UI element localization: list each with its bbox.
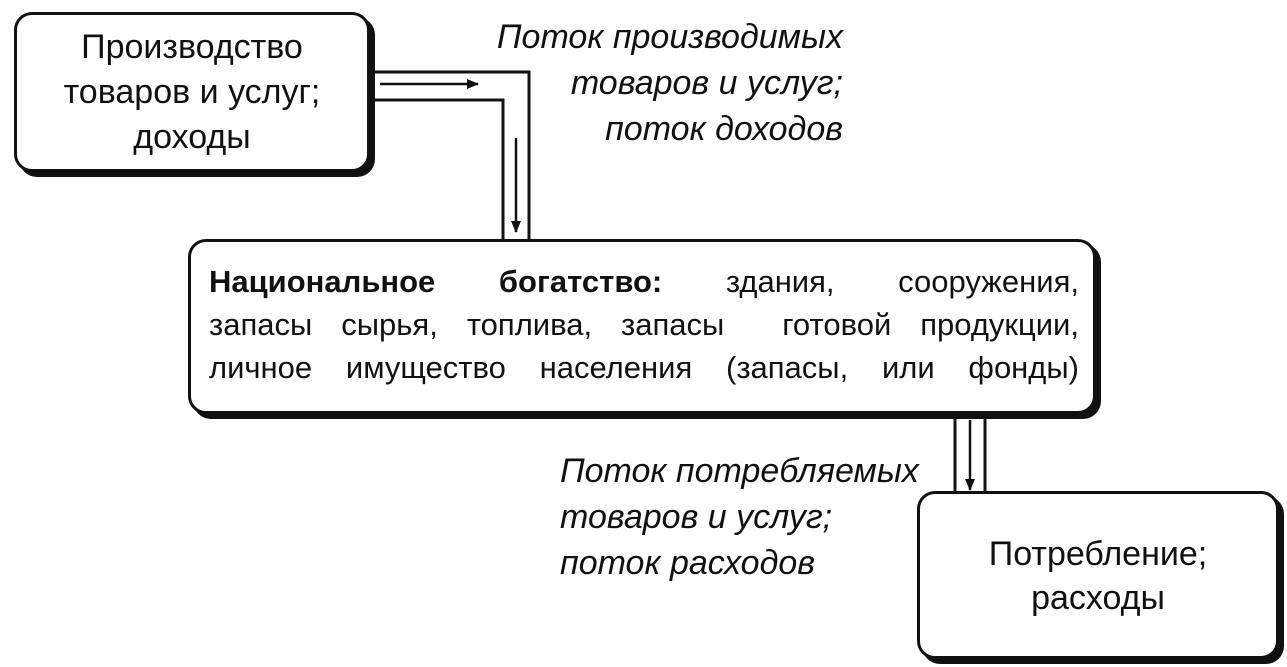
production-flow-label: Поток производимых товаров и услуг; пото… bbox=[497, 14, 843, 152]
production-flow-label-line: Поток производимых bbox=[496, 18, 843, 56]
production-flow-pipe-inner bbox=[370, 98, 505, 241]
production-flow-label-line: поток доходов bbox=[605, 110, 843, 148]
production-flow-label-line: товаров и услуг; bbox=[570, 64, 843, 102]
consumption-flow-label-line: Поток потребляемых bbox=[560, 452, 919, 490]
consumption-flow-label: Поток потребляемых товаров и услуг; пото… bbox=[560, 448, 919, 586]
consumption-flow-label-line: товаров и услуг; bbox=[560, 498, 833, 536]
national-wealth-node: Национальное богатство: здания, сооружен… bbox=[188, 239, 1096, 414]
national-wealth-line: личное имущество населения (запасы, или … bbox=[209, 350, 1079, 385]
national-wealth-line: Национальное богатство: здания, сооружен… bbox=[209, 260, 1079, 303]
production-node: Производство товаров и услуг; доходы bbox=[14, 12, 370, 172]
consumption-node-line: Потребление; bbox=[988, 535, 1208, 573]
production-node-line: Производство bbox=[81, 27, 303, 66]
production-node-line: доходы bbox=[133, 117, 251, 156]
production-node-line: товаров и услуг; bbox=[63, 72, 321, 111]
consumption-node: Потребление; расходы bbox=[917, 491, 1279, 659]
production-node-text: Производство товаров и услуг; доходы bbox=[64, 25, 321, 160]
national-wealth-heading: Национальное богатство: bbox=[209, 264, 663, 299]
consumption-flow-label-line: поток расходов bbox=[560, 544, 816, 582]
consumption-node-line: расходы bbox=[1031, 579, 1165, 617]
national-wealth-line: запасы сырья, топлива, запасы готовой пр… bbox=[209, 307, 1079, 342]
national-wealth-line1-rest: здания, сооружения, bbox=[725, 264, 1079, 299]
